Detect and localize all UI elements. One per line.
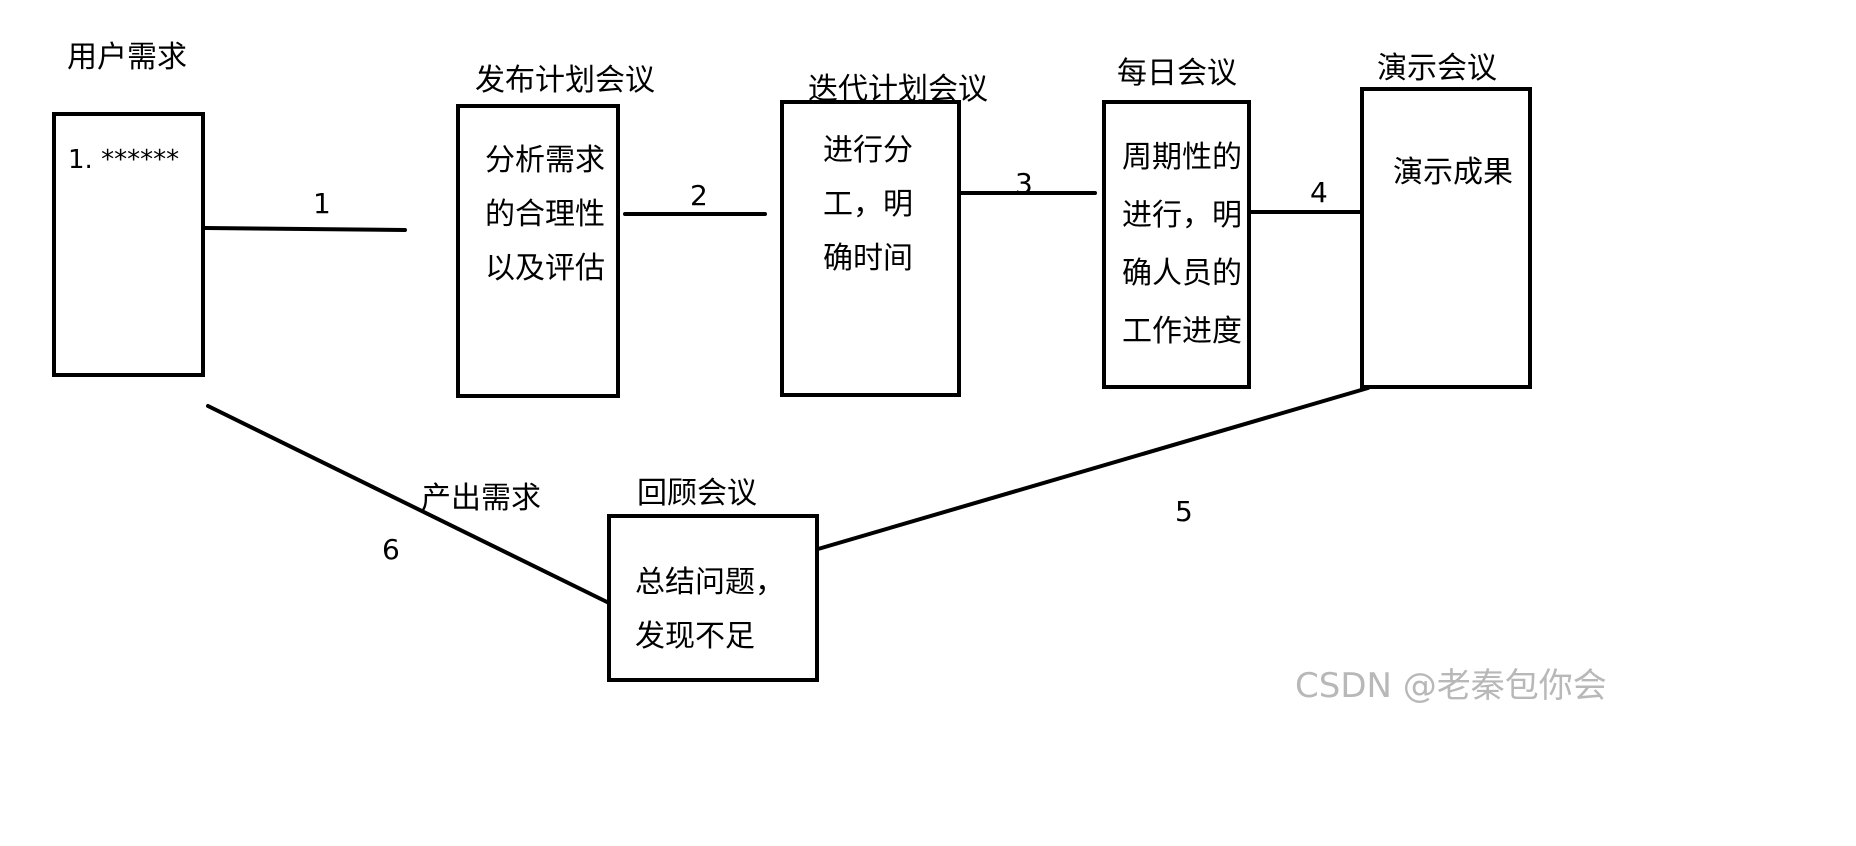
edge-3-label: 3 xyxy=(1015,167,1033,200)
edge-1-line xyxy=(203,226,407,232)
edge-2-label: 2 xyxy=(690,179,708,212)
release-planning-content: 分析需求 的合理性 以及评估 xyxy=(485,143,605,286)
retrospective-content: 总结问题， 发现不足 xyxy=(635,565,785,654)
user-needs-box xyxy=(52,112,205,377)
demo-meeting-content: 演示成果 xyxy=(1393,155,1513,190)
daily-meeting-title: 每日会议 xyxy=(1117,56,1237,91)
retrospective-title: 回顾会议 xyxy=(637,476,757,511)
demo-meeting-title: 演示会议 xyxy=(1377,51,1497,86)
user-needs-content: 1. ****** xyxy=(68,145,180,175)
iteration-planning-box xyxy=(780,100,961,397)
demo-meeting-box xyxy=(1360,87,1532,389)
edge-6-annotation: 产出需求 xyxy=(421,481,541,516)
iteration-planning-content: 进行分 工，明 确时间 xyxy=(823,133,913,276)
edge-1-label: 1 xyxy=(313,187,331,220)
edge-5-line xyxy=(816,386,1370,551)
edge-6-line xyxy=(206,404,609,604)
user-needs-title: 用户需求 xyxy=(67,40,187,75)
edge-4-label: 4 xyxy=(1310,176,1328,209)
daily-meeting-box xyxy=(1102,100,1251,389)
edge-6-label: 6 xyxy=(382,533,400,566)
release-planning-title: 发布计划会议 xyxy=(475,63,655,98)
daily-meeting-content: 周期性的 进行，明 确人员的 工作进度 xyxy=(1122,140,1242,349)
watermark: CSDN @老秦包你会 xyxy=(1295,666,1607,706)
retrospective-box xyxy=(607,514,819,682)
edge-5-label: 5 xyxy=(1175,495,1193,528)
release-planning-box xyxy=(456,104,620,398)
